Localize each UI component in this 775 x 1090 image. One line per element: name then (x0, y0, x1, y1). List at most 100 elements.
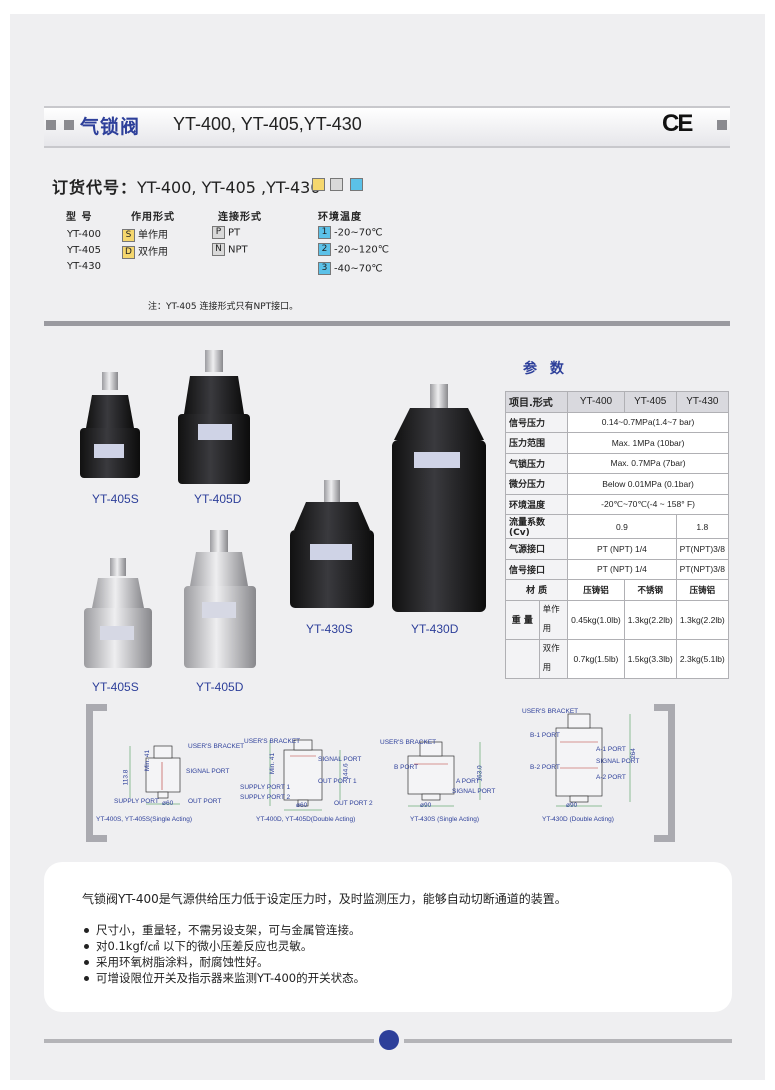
product-label-yt430s: YT-430S (306, 622, 353, 636)
product-label-yt405s: YT-405S (92, 492, 139, 506)
footer-line-left (44, 1039, 374, 1043)
list-item: 可增设限位开关及指示器来监测YT-400的开关状态。 (84, 970, 365, 986)
d1-diameter: ø60 (162, 800, 174, 807)
column-temperature: 环境温度 (318, 212, 362, 223)
params-header-item: 项目.形式 (504, 391, 569, 413)
params-header-yt400: YT-400 (567, 391, 625, 413)
d4-users-bracket: USER'S BRACKET (522, 708, 579, 715)
description-intro: 气锁阀YT-400是气源供给压力低于设定压力时，及时监测压力，能够自动切断通道的… (82, 892, 567, 906)
drawing-caption-4: YT-430D (Double Acting) (542, 816, 614, 823)
ordering-note: 注：YT-405 连接形式只有NPT接口。 (148, 302, 299, 312)
yt-405d-black-image (178, 350, 250, 484)
d3-diameter: ø90 (420, 802, 432, 809)
drawings-left-bracket (86, 704, 107, 842)
column-action: 作用形式 (131, 212, 175, 223)
drawings-right-bracket (654, 704, 675, 842)
params-title: 参 数 (523, 361, 568, 377)
footer-dot (379, 1030, 399, 1050)
d3-users-bracket: USER'S BRACKET (380, 739, 437, 746)
d4-signal-port: SIGNAL PORT (596, 758, 640, 765)
temperature-1: 1-20~70℃ (318, 226, 383, 239)
d2-supply-port-2: SUPPLY PORT 2 (240, 794, 291, 801)
d4-b1-port: B-1 PORT (530, 732, 560, 739)
yt-430s-image (290, 480, 374, 608)
model-yt405: YT-405 (67, 245, 101, 256)
list-item: 对0.1kgf/㎠ 以下的微小压差反应也灵敏。 (84, 938, 312, 954)
d1-height: 113.8 (122, 769, 130, 786)
drawing-caption-1: YT-400S, YT-405S(Single Acting) (96, 816, 192, 823)
product-label-yt430d: YT-430D (411, 622, 459, 636)
code-color-yellow (312, 178, 325, 191)
ce-mark: CE (662, 110, 693, 137)
yt-405s-silver-image (84, 558, 152, 668)
d1-users-bracket: USER'S BRACKET (188, 743, 245, 750)
yt-430d-image (392, 384, 486, 612)
table-row: 环境温度-20℃~70℃(-4 ~ 158° F) (504, 493, 729, 515)
params-header-yt430: YT-430 (675, 391, 730, 413)
d2-users-bracket: USER'S BRACKET (244, 738, 301, 745)
params-header-yt405: YT-405 (623, 391, 677, 413)
description-panel (44, 862, 732, 1012)
page-title-models: YT-400, YT-405,YT-430 (173, 114, 362, 134)
list-item: 采用环氧树脂涂料，耐腐蚀性好。 (84, 954, 269, 970)
d4-height: 264 (629, 748, 637, 759)
d2-out-port-1: OUT PORT 1 (318, 778, 357, 785)
section-divider (44, 321, 730, 326)
model-yt400: YT-400 (67, 229, 101, 240)
d1-supply-port: SUPPLY PORT (114, 798, 159, 805)
yt-405s-black-image (80, 372, 140, 478)
drawing-caption-2: YT-400D, YT-405D(Double Acting) (256, 816, 356, 823)
model-yt430: YT-430 (67, 261, 101, 272)
temperature-3: 3-40~70℃ (318, 262, 383, 275)
temperature-2: 2-20~120℃ (318, 243, 389, 256)
d1-out-port: OUT PORT (188, 798, 222, 805)
d4-a2-port: A-2 PORT (596, 774, 626, 781)
ordering-heading: 订货代号：YT-400, YT-405 ,YT-430 (52, 178, 321, 197)
code-color-blue (350, 178, 363, 191)
d2-min41: Min. 41 (269, 752, 277, 775)
page-title: 气锁阀 (80, 116, 141, 138)
d2-diameter: ø60 (296, 802, 308, 809)
d4-b2-port: B-2 PORT (530, 764, 560, 771)
drawing-caption-3: YT-430S (Single Acting) (410, 816, 480, 823)
d3-height: 163.0 (476, 765, 484, 782)
footer-line-right (404, 1039, 732, 1043)
d2-signal-port: SIGNAL PORT (318, 756, 362, 763)
header-right-square (717, 120, 727, 130)
d2-supply-port-1: SUPPLY PORT 1 (240, 784, 291, 791)
d3-b-port: B PORT (394, 764, 419, 771)
d3-a-port: A PORT (456, 778, 480, 785)
list-item: 尺寸小，重量轻，不需另设支架，可与金属管连接。 (84, 922, 361, 938)
product-label-yt405s-silver: YT-405S (92, 680, 139, 694)
d2-out-port-2: OUT PORT 2 (334, 800, 373, 807)
header-left-square (46, 120, 56, 130)
params-header-row: 项目.形式 YT-400 YT-405 YT-430 (504, 391, 730, 413)
product-label-yt405d-silver: YT-405D (196, 680, 244, 694)
dimension-drawings (129, 713, 631, 811)
table-row: 材 质压铸铝不锈钢压铸铝 (504, 579, 730, 601)
header-bar (44, 106, 730, 148)
code-color-gray (330, 178, 343, 191)
header-left-square-2 (64, 120, 74, 130)
column-model: 型 号 (66, 212, 93, 223)
d4-diameter: ø90 (566, 802, 578, 809)
d1-min41: Min. 41 (144, 749, 152, 772)
d2-height: 144.6 (342, 763, 350, 780)
d4-a1-port: A-1 PORT (596, 746, 626, 753)
product-label-yt405d: YT-405D (194, 492, 242, 506)
d3-signal-port: SIGNAL PORT (452, 788, 496, 795)
